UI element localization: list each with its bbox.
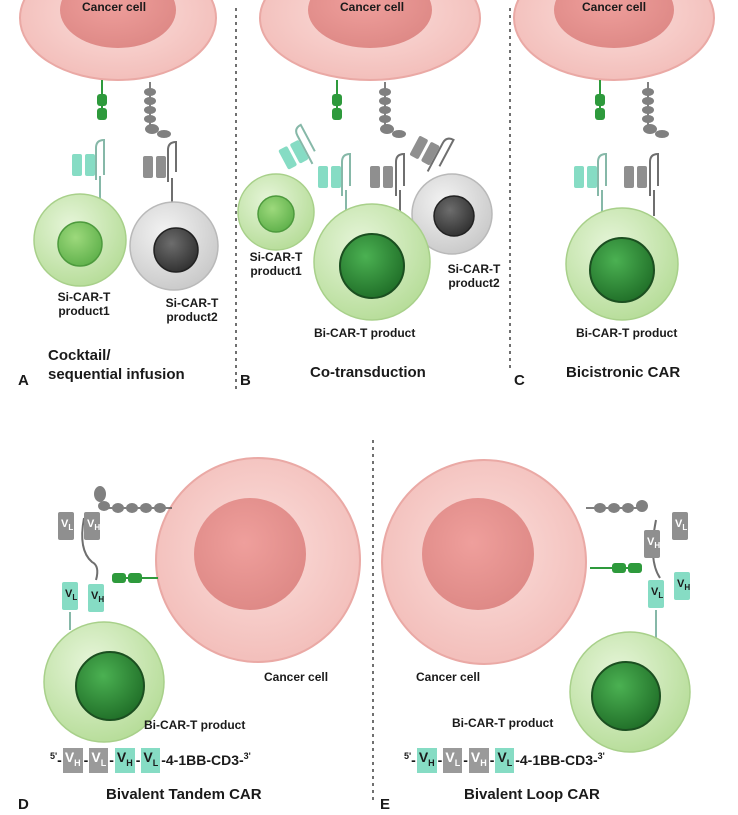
panel-a-cell2-label: Si-CAR-T product2 [152,296,232,324]
panel-e-receptor-label-vl-gray: VL [675,518,688,533]
panel-b-cancer-cell [259,0,481,81]
panel-e-main-label: Bi-CAR-T product [452,716,554,730]
panel-d-title: Bivalent Tandem CAR [106,786,262,803]
panel-b-small-tcell-2 [411,173,493,255]
panel-e-cancer-cell [381,459,587,665]
panel-e-title: Bivalent Loop CAR [464,786,600,803]
panel-d-receptor-label-vl-mint: VL [65,588,78,603]
panel-e-domain-1: VH [416,748,437,773]
panel-b-title: Co-transduction [310,364,426,381]
panel-b-main-receptor-gray [370,152,405,214]
panel-d-cancer-cell [155,457,361,663]
panel-a-car-receptor-2 [143,140,177,212]
panel-a-antigen-1 [97,80,107,120]
panel-b-main-tcell [313,203,431,321]
panel-c-title: Bicistronic CAR [566,364,681,381]
panel-b-antigen-2 [379,82,406,138]
panel-d-domain-2: VL [89,748,109,773]
panel-a-tcell-2 [129,201,219,291]
panel-d-five-prime: 5' [50,751,58,762]
panel-e-tail: -4-1BB-CD3- [515,752,598,769]
panel-d-domain-1: VH [62,748,83,773]
panel-b-main-receptor-mint [318,152,351,214]
panel-c-cancer-label: Cancer cell [582,0,647,14]
panel-d-domain-3: VH [114,748,135,773]
panel-c-cancer-cell [513,0,715,81]
panel-e-cancer-label: Cancer cell [416,670,481,684]
panel-d-main-tcell [43,621,165,743]
panel-c-antigen-1 [595,80,605,120]
panel-a-cell1-label: Si-CAR-T product1 [44,290,124,318]
panel-e-receptor-label-vl-mint: VL [651,586,664,601]
panel-c-receptor-gray [624,152,659,216]
panel-a-antigen-2 [144,82,171,138]
panel-b-cell2-label: Si-CAR-T product2 [436,262,512,290]
panel-e-domain-4: VL [495,748,515,773]
panel-e-antigen-green [590,563,642,573]
panel-a-cell2-label-line1: Si-CAR-T [165,296,219,310]
panel-b-antigen-1 [332,80,342,120]
panel-a-cancer-label: Cancer cell [82,0,147,14]
panel-a-title: Cocktail/ sequential infusion [48,346,185,384]
panel-e-loop-receptor [644,512,690,640]
panel-b-cell2-label-line2: product2 [448,276,500,290]
panel-a-letter: A [18,372,29,389]
panel-a-title-line2: sequential infusion [48,366,185,383]
panel-a-cell2-label-line2: product2 [166,310,218,324]
panel-e-receptor-label-vh-mint: VH [677,578,691,593]
panel-e-domain-2: VL [443,748,463,773]
panel-d-antigen-green [112,573,158,583]
panel-e-receptor-label-vh-gray: VH [647,536,661,551]
panel-b-letter: B [240,372,251,389]
panel-d-receptor-label-vl-gray: VL [61,518,74,533]
panel-d-tail: -4-1BB-CD3- [161,752,244,769]
panel-a-tcell-1 [33,193,127,287]
panel-d-receptor-label-vh-gray: VH [87,518,101,533]
panel-b-car-receptor-small-1 [278,123,316,170]
panel-d-antigen-gray [94,486,172,513]
panel-a-title-line1: Cocktail/ [48,347,111,364]
panel-e-domain-3: VH [468,748,489,773]
panel-b-cell1-label: Si-CAR-T product1 [238,250,314,278]
panel-e-main-tcell [569,631,691,753]
panel-b-small-tcell-1 [237,173,315,251]
panel-d-letter: D [18,796,29,813]
panel-a-cell1-label-line2: product1 [58,304,110,318]
panel-d-cancer-label: Cancer cell [264,670,329,684]
panel-b-car-receptor-small-2 [410,136,455,172]
panel-c-antigen-2 [642,82,669,138]
panel-b-main-label: Bi-CAR-T product [314,326,416,340]
panel-b-cell2-label-line1: Si-CAR-T [447,262,501,276]
panel-d-receptor-label-vh-mint: VH [91,590,105,605]
panel-c-letter: C [514,372,525,389]
panel-e-construct: 5'- VH- VL- VH- VL -4-1BB-CD3- 3' [404,748,605,773]
panel-d-domain-4: VL [141,748,161,773]
panel-c-receptor-mint [574,152,607,216]
panel-d-three-prime: 3' [243,751,251,762]
panel-e-antigen-gray [586,500,648,513]
panel-b-cell1-label-line2: product1 [250,264,302,278]
panel-d-tandem-receptor [58,512,104,630]
panel-c-main-label: Bi-CAR-T product [576,326,678,340]
panel-a-cancer-cell [19,0,217,81]
panel-e-letter: E [380,796,391,813]
panel-e-five-prime: 5' [404,751,412,762]
panel-e-three-prime: 3' [597,751,605,762]
panel-c-main-tcell [565,207,679,321]
panel-b-cancer-label: Cancer cell [340,0,405,14]
panel-a-cell1-label-line1: Si-CAR-T [57,290,111,304]
panel-d-main-label: Bi-CAR-T product [144,718,246,732]
panel-b-cell1-label-line1: Si-CAR-T [249,250,303,264]
panel-d-construct: 5'- VH- VL- VH- VL -4-1BB-CD3- 3' [50,748,251,773]
